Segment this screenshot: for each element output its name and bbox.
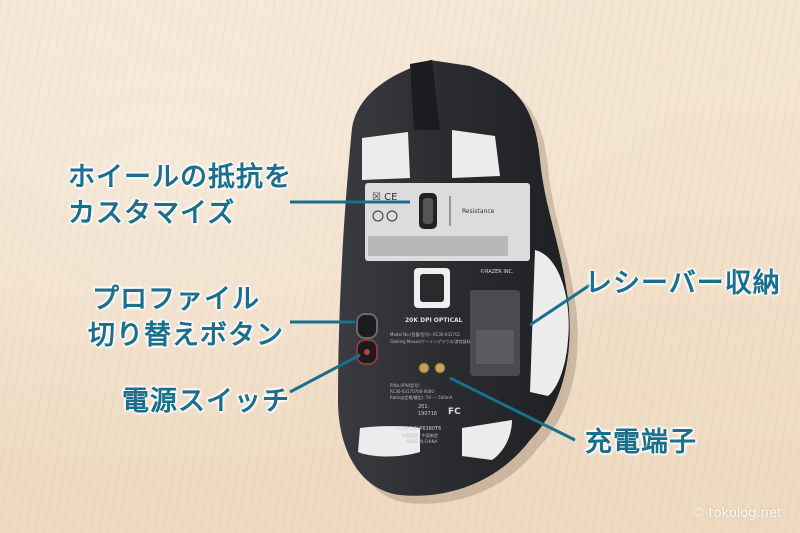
made-cn-text: 中国製造 / 中国制造 <box>402 432 438 438</box>
cert-icon-1 <box>372 210 384 222</box>
label-profile-line2: 切り替えボタン <box>88 320 284 351</box>
p-no-text: P/No.(P/N/型号) <box>390 382 420 388</box>
label-wheel-resistance-line2: カスタマイズ <box>68 198 236 229</box>
rating-text: Rating(定格/額定): 5V --- 500mA <box>390 394 453 400</box>
resistance-text: Resistance <box>462 208 495 215</box>
label-charging-terminal: 充電端子 <box>585 427 697 458</box>
charging-pin-2 <box>434 362 446 374</box>
label-power-switch: 電源スイッチ <box>122 386 290 417</box>
receiver-tray-grid <box>476 330 514 364</box>
pointer-power <box>289 353 361 394</box>
label-profile-line1: プロファイル <box>92 284 260 315</box>
model-text: Model No.(型番/型号): RC30-031701 <box>390 331 461 337</box>
power-indicator <box>364 349 370 355</box>
cert-number-1: 201- <box>418 404 430 410</box>
cert-number-2: 190716 <box>418 411 437 417</box>
glide-pad-bottom-right <box>462 420 512 460</box>
sensor-text: 20K DPI OPTICAL <box>405 317 463 324</box>
glide-pad-bottom-left <box>358 426 420 457</box>
made-in-text: MADE IN CHINA <box>406 439 437 444</box>
ce-mark: ☒ CE <box>372 192 397 203</box>
profile-switch-button[interactable] <box>356 313 378 339</box>
serial-barcode-blur <box>368 236 508 256</box>
gaming-mouse-text: Gaming Mouse/ゲーミングマウス/游戏鼠标 <box>390 338 471 344</box>
glide-pad-top-right <box>452 130 500 178</box>
charging-pin-1 <box>418 362 430 374</box>
label-wheel-resistance-line1: ホイールの抵抗を <box>68 162 292 193</box>
front-notch <box>410 60 440 130</box>
pointer-charging <box>449 376 576 442</box>
fc-mark: FC <box>448 407 461 417</box>
glide-pad-top-left <box>362 132 410 180</box>
p-no-value-text: RC30-03170700-0000 <box>390 389 434 394</box>
label-receiver-storage: レシーバー収納 <box>585 268 781 299</box>
ccah-text: CCAH19LP6380T6 <box>396 426 441 432</box>
sensor <box>420 274 444 302</box>
glide-pad-right <box>530 250 569 396</box>
pointer-receiver <box>529 283 591 327</box>
resistance-wheel-ridges <box>423 198 433 224</box>
cert-icon-2 <box>386 210 398 222</box>
watermark: © tokolog.net <box>691 506 783 521</box>
brand-text: ©RAZER INC. <box>480 268 514 275</box>
